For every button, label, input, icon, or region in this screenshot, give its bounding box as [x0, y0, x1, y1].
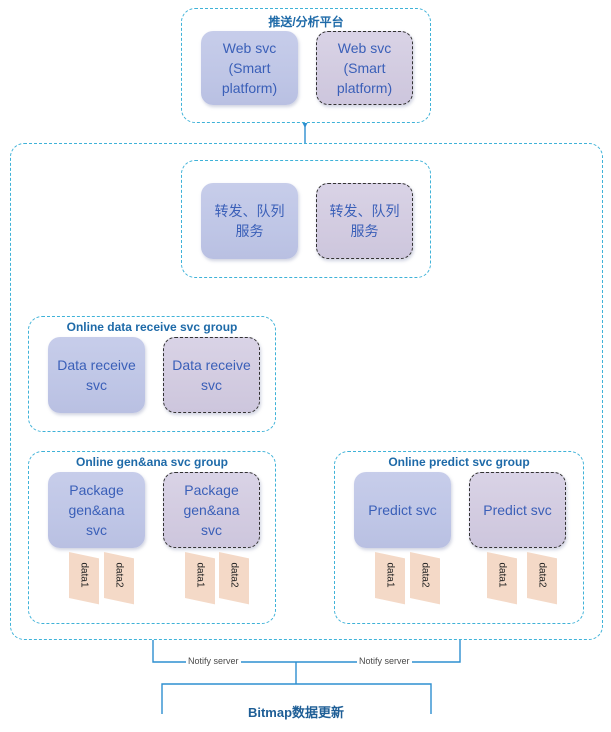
data-tag: data2: [410, 552, 440, 605]
genana-group-title: Online gen&ana svc group: [75, 455, 229, 469]
platform-group-title: 推送/分析平台: [268, 15, 344, 29]
bitmap-bracket: [161, 683, 432, 714]
data-tag-label: data1: [496, 562, 508, 588]
forward-queue-group: 转发、队列 服务 转发、队列 服务: [181, 160, 431, 278]
data-tag: data2: [219, 552, 249, 605]
package-genana-node-1: Package gen&ana svc: [48, 472, 145, 548]
data-tag: data2: [527, 552, 557, 605]
web-svc-node-1: Web svc (Smart platform): [201, 31, 298, 105]
notify-label-left: Notify server: [186, 656, 241, 666]
predict-svc-node-2: Predict svc: [469, 472, 566, 548]
data-receive-group: Online data receive svc group Data recei…: [28, 316, 276, 432]
predict-group: Online predict svc group Predict svc Pre…: [334, 451, 584, 624]
data-receive-node-1: Data receive svc: [48, 337, 145, 413]
data-tag-label: data2: [419, 562, 431, 588]
data-tag-label: data1: [78, 562, 90, 588]
predict-group-title: Online predict svc group: [388, 455, 530, 469]
data-tag-label: data2: [228, 562, 240, 588]
data-tag: data1: [69, 552, 99, 605]
data-tag-label: data1: [384, 562, 396, 588]
data-tag-label: data2: [536, 562, 548, 588]
data-tag: data1: [487, 552, 517, 605]
data-tag: data2: [104, 552, 134, 605]
forward-queue-node-2: 转发、队列 服务: [316, 183, 413, 259]
bitmap-update-title: Bitmap数据更新: [247, 705, 345, 720]
package-genana-node-2: Package gen&ana svc: [163, 472, 260, 548]
data-receive-node-2: Data receive svc: [163, 337, 260, 413]
data-tag-label: data1: [194, 562, 206, 588]
genana-group: Online gen&ana svc group Package gen&ana…: [28, 451, 276, 624]
predict-svc-node-1: Predict svc: [354, 472, 451, 548]
data-tag: data1: [375, 552, 405, 605]
web-svc-node-2: Web svc (Smart platform): [316, 31, 413, 105]
data-tag: data1: [185, 552, 215, 605]
platform-group: 推送/分析平台 Web svc (Smart platform) Web svc…: [181, 8, 431, 123]
data-tag-label: data2: [113, 562, 125, 588]
forward-queue-node-1: 转发、队列 服务: [201, 183, 298, 259]
data-receive-group-title: Online data receive svc group: [66, 320, 238, 334]
notify-label-right: Notify server: [357, 656, 412, 666]
